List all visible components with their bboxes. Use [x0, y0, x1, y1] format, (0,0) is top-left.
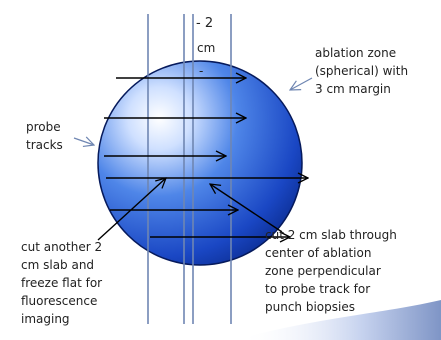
cut-slab-center-pointer — [210, 184, 283, 233]
probe-tracks-pointer — [73, 138, 94, 145]
slab-thickness-dash: - — [199, 64, 204, 78]
ablation-zone-pointer — [290, 77, 313, 90]
cut-another-slab-pointer — [97, 178, 166, 241]
probe-tracks-label: probe tracks — [26, 120, 63, 152]
cut-slab-center-label: cut 2 cm slab through center of ablation… — [265, 228, 397, 314]
ablation-sphere — [97, 60, 303, 266]
ablation-zone-label: ablation zone (spherical) with 3 cm marg… — [315, 46, 409, 96]
slab-thickness-label: - 2 — [196, 16, 214, 31]
slab-thickness-unit: cm — [197, 41, 216, 55]
cut-another-slab-label: cut another 2 cm slab and freeze flat fo… — [21, 240, 103, 326]
decorative-swoosh — [240, 300, 441, 340]
